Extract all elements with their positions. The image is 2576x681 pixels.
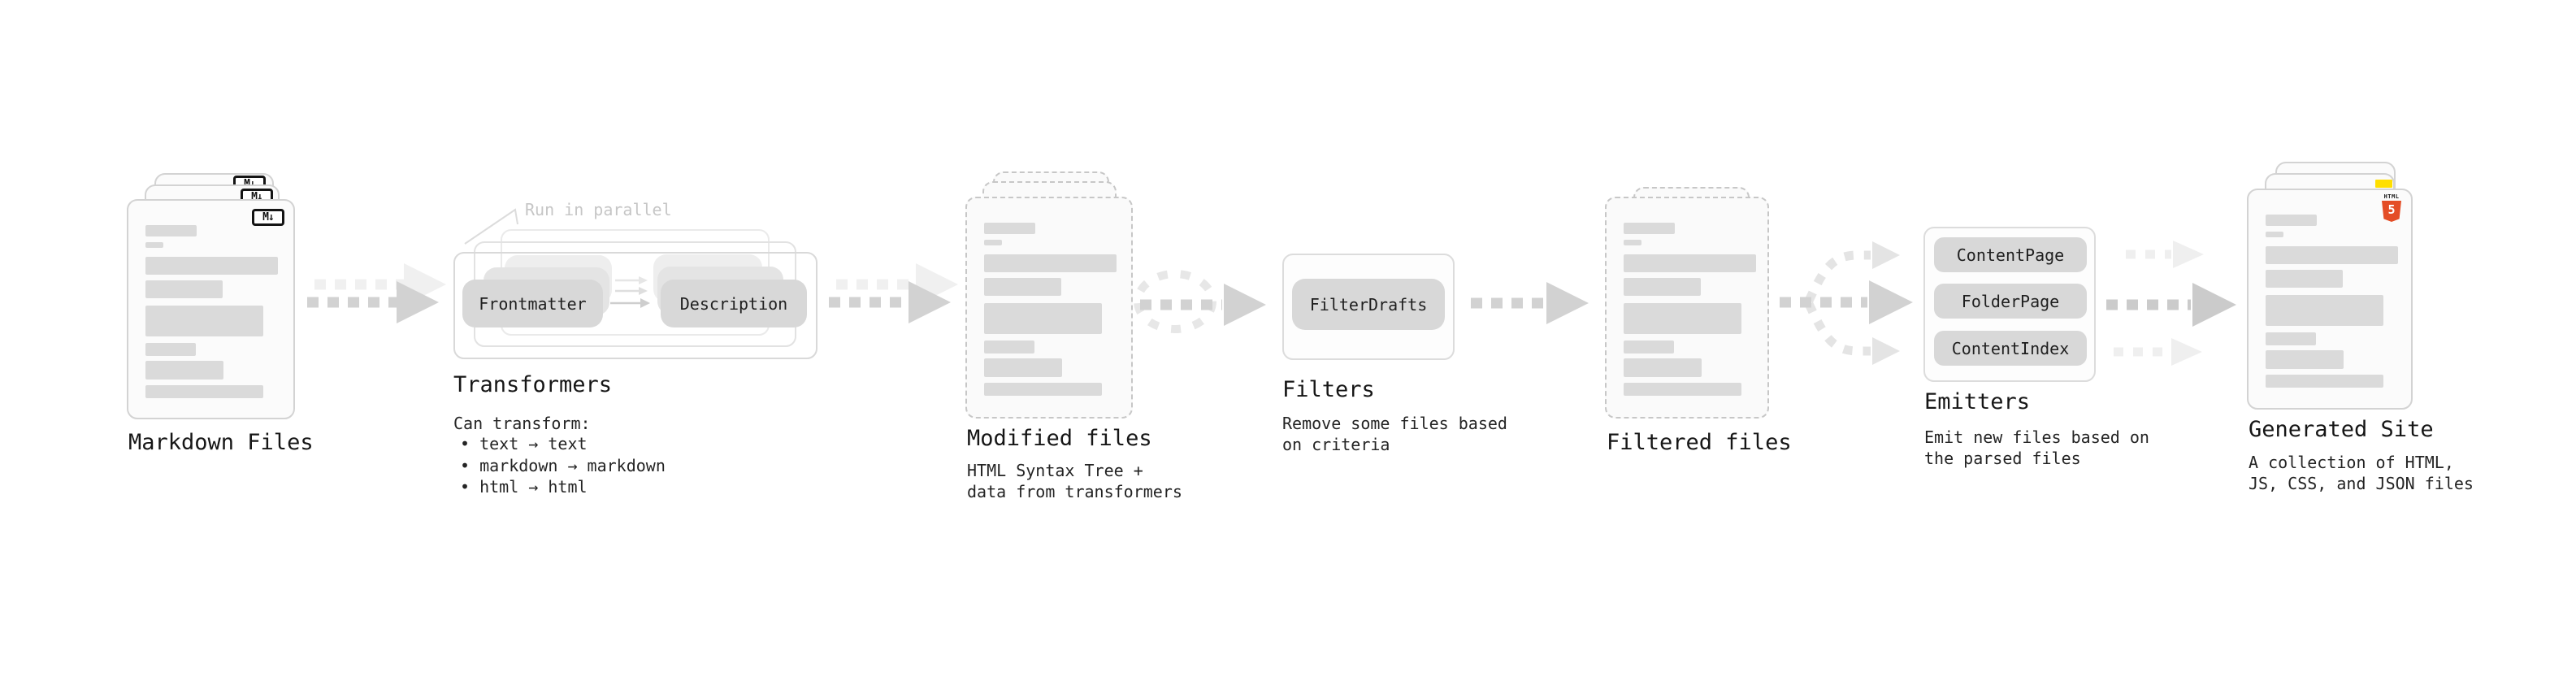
desc-line: the parsed files <box>1924 448 2081 468</box>
branch-to-contentpage <box>1805 250 1871 303</box>
bullet-item: • html → html <box>460 477 588 497</box>
node-title-modified-files: Modified files <box>967 426 1152 451</box>
pill-contentpage: ContentPage <box>1934 237 2087 272</box>
doc-line <box>2266 350 2344 369</box>
doc-card-front <box>1605 197 1769 419</box>
pill-description: Description <box>661 280 807 327</box>
doc-line <box>1624 303 1741 334</box>
doc-line <box>1624 278 1701 296</box>
markdown-badge-icon: M↓ <box>252 209 284 226</box>
doc-line <box>1624 358 1702 377</box>
node-title-transformers: Transformers <box>453 372 613 397</box>
pill-frontmatter: Frontmatter <box>462 280 603 327</box>
run-in-parallel-label: Run in parallel <box>525 200 672 219</box>
doc-line <box>984 383 1102 396</box>
pill-contentindex: ContentIndex <box>1934 331 2087 366</box>
pill-filterdrafts: FilterDrafts <box>1292 279 1445 330</box>
doc-line <box>1624 240 1641 245</box>
arrow-modified-to-filters <box>1134 270 1266 333</box>
arrow-emitters-to-generated <box>2106 241 2236 366</box>
node-title-emitters: Emitters <box>1924 389 2031 414</box>
doc-line <box>2266 215 2317 226</box>
desc-line: JS, CSS, and JSON files <box>2249 473 2474 493</box>
branch-to-contentindex <box>1805 301 1871 356</box>
doc-line <box>145 242 163 248</box>
doc-line <box>2266 332 2316 345</box>
emitter-arrow-bottom <box>2114 338 2202 366</box>
doc-line <box>145 280 223 298</box>
doc-line <box>145 343 196 356</box>
doc-line <box>2266 232 2283 237</box>
filter-loop-ellipse <box>1134 270 1216 333</box>
doc-line <box>145 257 278 275</box>
doc-line <box>984 254 1117 272</box>
doc-line <box>145 361 223 380</box>
html5-icon-shield: 5 <box>2382 201 2401 222</box>
doc-line <box>2266 270 2343 288</box>
doc-line <box>984 223 1035 234</box>
node-title-markdown-files: Markdown Files <box>128 430 314 455</box>
emitter-arrow-middle <box>2106 283 2236 327</box>
bullet-item: • text → text <box>460 434 588 453</box>
doc-line <box>984 278 1061 296</box>
html5-icon-label: HTML <box>2383 193 2400 200</box>
emitters-desc: Emit new files based on the parsed files <box>1924 427 2149 469</box>
doc-line <box>145 385 263 398</box>
node-title-generated-site: Generated Site <box>2249 417 2434 442</box>
generated-site-desc: A collection of HTML, JS, CSS, and JSON … <box>2249 453 2474 494</box>
doc-line <box>1624 383 1741 396</box>
js-icon <box>2375 180 2392 188</box>
desc-line: on criteria <box>1282 434 1390 454</box>
doc-line <box>1624 254 1756 272</box>
desc-line: HTML Syntax Tree + <box>967 461 1143 480</box>
desc-line: Emit new files based on <box>1924 427 2149 447</box>
doc-card-front: M↓ <box>127 199 295 419</box>
node-title-filters: Filters <box>1282 377 1375 402</box>
doc-line <box>1624 340 1674 354</box>
arrow-filtered-to-emitters <box>1780 241 1913 365</box>
transformers-desc-heading: Can transform: <box>453 414 591 433</box>
pill-folderpage: FolderPage <box>1934 284 2087 319</box>
doc-line <box>2266 295 2383 326</box>
desc-line: A collection of HTML, <box>2249 453 2454 472</box>
node-title-filtered-files: Filtered files <box>1607 430 1792 455</box>
doc-line <box>984 240 1002 245</box>
doc-line <box>2266 375 2383 388</box>
doc-line <box>984 358 1062 377</box>
transformers-bullets: • text → text • markdown → markdown • ht… <box>460 433 666 498</box>
transformers-box-front <box>453 252 817 359</box>
arrow-transformers-to-modified <box>829 263 958 323</box>
arrow-markdown-to-transformers <box>307 263 446 323</box>
doc-line <box>984 340 1034 354</box>
doc-line <box>145 225 197 236</box>
filters-desc: Remove some files based on criteria <box>1282 414 1507 455</box>
doc-card-front <box>965 197 1133 419</box>
html5-icon: HTML 5 <box>2382 193 2401 222</box>
bullet-item: • markdown → markdown <box>460 455 666 475</box>
doc-line <box>1624 223 1675 234</box>
doc-card-front: HTML 5 <box>2247 189 2413 410</box>
desc-line: data from transformers <box>967 481 1182 501</box>
emitter-arrow-top <box>2126 241 2204 268</box>
modified-files-desc: HTML Syntax Tree + data from transformer… <box>967 461 1182 502</box>
doc-line <box>984 303 1102 334</box>
arrow-filters-to-filtered <box>1471 282 1589 324</box>
doc-line <box>2266 246 2398 264</box>
desc-line: Remove some files based <box>1282 414 1507 433</box>
doc-line <box>145 306 263 336</box>
